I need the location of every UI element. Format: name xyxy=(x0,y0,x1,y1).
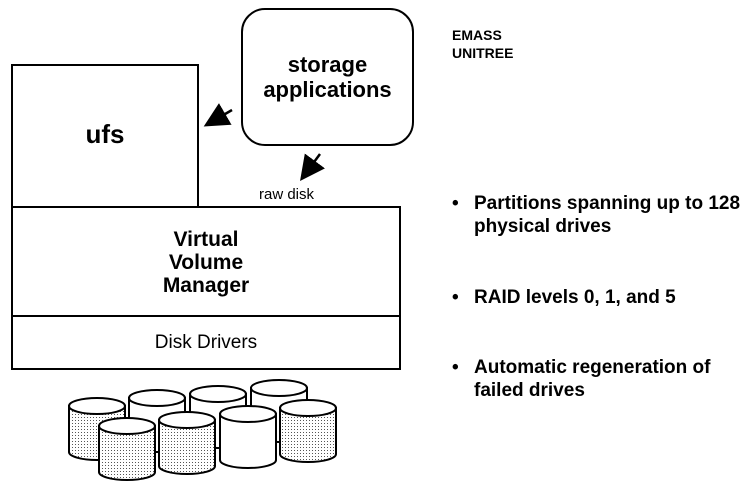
disk-drum-icon xyxy=(98,417,156,481)
vvm-label-line1: Virtual xyxy=(173,228,239,251)
storage-applications-box: storage applications xyxy=(241,8,414,146)
disk-drivers-label: Disk Drivers xyxy=(154,332,258,353)
storage-label-line2: applications xyxy=(263,77,392,102)
vvm-label-line2: Volume xyxy=(168,251,244,274)
bullet-text: Partitions spanning up to 128 physical d… xyxy=(474,193,741,237)
disk-drum-icon xyxy=(279,399,337,463)
bullet-text: RAID levels 0, 1, and 5 xyxy=(474,287,676,308)
raw-disk-label: raw disk xyxy=(259,186,315,203)
disk-drivers-box: Disk Drivers xyxy=(11,315,401,370)
storage-label-line1: storage xyxy=(287,52,368,77)
bullet-marker: • xyxy=(452,287,459,308)
disk-drum-icon xyxy=(219,405,277,469)
vendor-label: EMASS UNITREE xyxy=(452,27,514,61)
disk-array xyxy=(68,379,337,481)
arrow-storage-to-rawdisk xyxy=(300,153,325,182)
bullet-marker: • xyxy=(452,193,459,214)
disk-drum-icon xyxy=(158,411,216,475)
ufs-box: ufs xyxy=(11,64,199,208)
vvm-label-line3: Manager xyxy=(162,274,250,297)
virtual-volume-manager-label: Virtual Volume Manager xyxy=(13,228,399,297)
bullet-text: Automatic regeneration of failed drives xyxy=(474,357,711,401)
bullet-marker: • xyxy=(452,357,459,378)
ufs-label: ufs xyxy=(85,119,125,149)
storage-applications-label: storage applications xyxy=(243,52,412,102)
arrow-storage-to-ufs xyxy=(203,103,233,127)
virtual-volume-manager-box: Virtual Volume Manager xyxy=(11,206,401,317)
